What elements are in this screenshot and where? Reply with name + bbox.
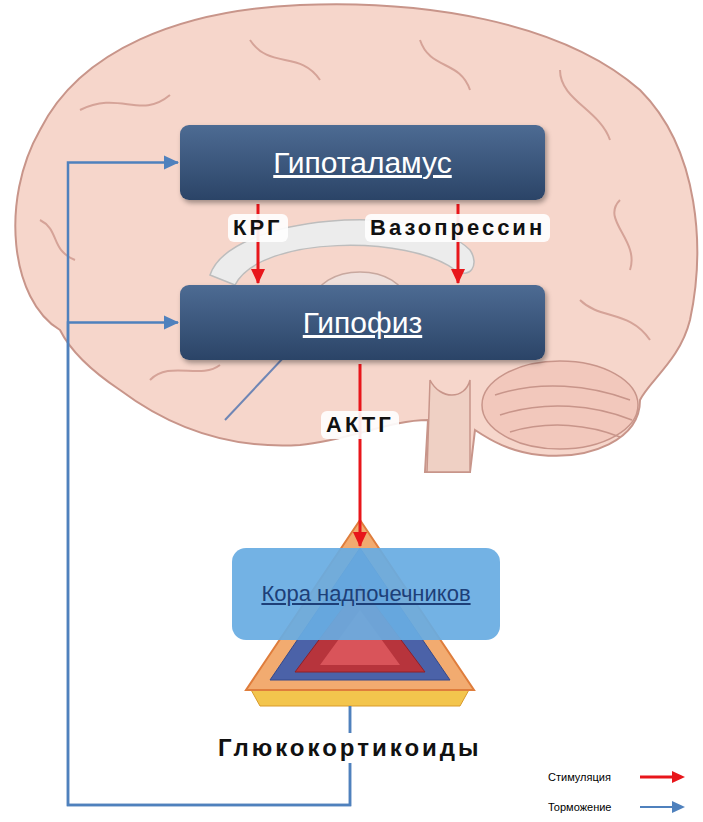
brain-sulci [40,40,650,380]
organ-box: Кора надпочечников [232,548,500,640]
legend-row: Торможение [548,792,688,822]
brainstem [427,380,470,472]
hormone-label: Глюкокортикоиды [212,733,488,763]
node-text: Кора надпочечников [261,579,470,609]
legend-arrow-sample [638,769,688,785]
inhibition-arrow [68,163,350,806]
edge-label: КРГ [228,214,288,242]
node-text: Гипофиз [303,306,422,340]
edge-label: АКТГ [321,411,399,439]
edge-label: Вазопрессин [365,214,550,242]
stimulation-arrow [359,364,362,546]
process-box: Гипофиз [180,285,545,360]
node-text: Гипоталамус [273,146,452,180]
legend-arrow-sample [638,799,688,815]
legend-row: Стимуляция [548,762,688,792]
brain-outline [15,4,697,472]
legend-text: Стимуляция [548,771,638,783]
cerebellum [482,361,638,449]
legend: СтимуляцияТорможение [548,762,688,822]
legend-text: Торможение [548,801,638,813]
process-box: Гипоталамус [180,125,545,200]
